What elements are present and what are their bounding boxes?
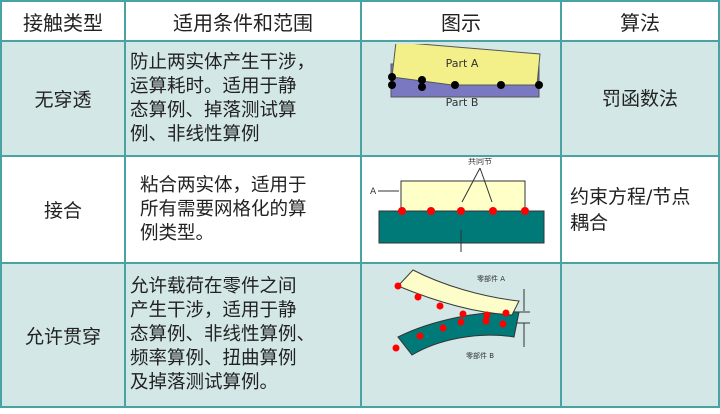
node <box>457 318 465 326</box>
part-b-label: Part B <box>446 96 479 109</box>
type-cell: 接合 <box>0 155 126 264</box>
part-a-label: 零部件 A <box>477 274 505 283</box>
type-cell: 允许贯穿 <box>0 262 126 408</box>
node <box>436 302 444 310</box>
condition-line: 态算例、非线性算例、 <box>130 324 316 345</box>
header-figure: 图示 <box>360 0 562 42</box>
part-a-label: Part A <box>446 57 479 70</box>
node <box>418 75 426 84</box>
condition-line: 频率算例、扭曲算例 <box>130 348 297 369</box>
condition-line: 防止两实体产生干涉， <box>130 51 316 73</box>
algorithm-cell: 约束方程/节点 耦合 <box>560 155 720 264</box>
condition-line: 及掉落测试算例。 <box>130 372 279 393</box>
condition-line: 态算例、掉落测试算 <box>130 99 297 121</box>
type-cell: 无穿透 <box>0 40 126 157</box>
node <box>392 344 400 352</box>
algorithm-cell <box>560 262 720 408</box>
condition-line: 允许载荷在零件之间 <box>130 276 297 297</box>
condition-line: 粘合两实体，适用于 <box>140 174 307 196</box>
condition-line: 例、非线性算例 <box>130 123 260 145</box>
node <box>427 206 435 215</box>
figure-cell: Part A Part B <box>360 40 562 157</box>
table-row: 接合 粘合两实体，适用于 所有需要网格化的算 例类型。 A 共同节 约束方程/节… <box>0 155 720 264</box>
node <box>521 206 529 215</box>
node <box>499 320 507 328</box>
no-penetration-diagram: Part A Part B <box>388 43 543 109</box>
common-node-label: 共同节 <box>468 158 492 166</box>
node <box>388 80 396 89</box>
part-b-label: 零部件 B <box>466 351 494 360</box>
node <box>497 80 505 89</box>
node <box>483 311 491 319</box>
part-a-label: A <box>370 187 377 197</box>
penetration-diagram: 零部件 A 零部件 B <box>392 269 530 360</box>
part-a-shape <box>397 269 520 316</box>
node <box>457 206 465 215</box>
node <box>394 282 402 290</box>
condition-cell: 粘合两实体，适用于 所有需要网格化的算 例类型。 <box>124 155 362 264</box>
figure-cell: 零部件 A 零部件 B <box>360 262 562 408</box>
figure-cell: A 共同节 <box>360 155 562 264</box>
node <box>388 72 396 81</box>
condition-line: 产生干涉，适用于静 <box>130 300 297 321</box>
condition-line: 所有需要网格化的算 <box>140 198 307 220</box>
contact-nodes <box>388 72 543 91</box>
part-a-shape <box>391 43 541 85</box>
table-row: 允许贯穿 允许载荷在零件之间 产生干涉，适用于静 态算例、非线性算例、 频率算例… <box>0 262 720 408</box>
condition-cell: 防止两实体产生干涉， 运算耗时。适用于静 态算例、掉落测试算 例、非线性算例 <box>124 40 362 157</box>
algorithm-line: 约束方程/节点 <box>570 185 691 208</box>
header-condition: 适用条件和范围 <box>124 0 362 42</box>
node <box>414 293 422 301</box>
algorithm-line: 罚函数法 <box>601 87 678 110</box>
header-row: 接触类型 适用条件和范围 图示 算法 <box>0 0 720 42</box>
part-b-shape <box>397 311 520 356</box>
node <box>451 80 459 89</box>
header-algorithm: 算法 <box>560 0 720 42</box>
node <box>489 206 497 215</box>
arrow <box>461 167 481 202</box>
contact-nodes <box>392 282 510 352</box>
node <box>398 206 406 215</box>
algorithm-cell: 罚函数法 <box>560 40 720 157</box>
condition-line: 例类型。 <box>140 222 215 244</box>
shared-nodes <box>398 206 529 215</box>
header-type: 接触类型 <box>0 0 126 42</box>
algorithm-line: 耦合 <box>570 211 609 234</box>
condition-line: 运算耗时。适用于静 <box>130 75 297 97</box>
node <box>459 310 467 318</box>
arrow <box>479 167 493 202</box>
table-row: 无穿透 防止两实体产生干涉， 运算耗时。适用于静 态算例、掉落测试算 例、非线性… <box>0 40 720 157</box>
bonded-diagram: A 共同节 <box>370 158 545 252</box>
part-a-shape <box>400 180 526 211</box>
condition-cell: 允许载荷在零件之间 产生干涉，适用于静 态算例、非线性算例、 频率算例、扭曲算例… <box>124 262 362 408</box>
node <box>439 324 447 332</box>
node <box>416 332 424 340</box>
node <box>482 317 490 325</box>
node <box>418 82 426 91</box>
node <box>535 80 543 89</box>
node <box>502 309 510 317</box>
